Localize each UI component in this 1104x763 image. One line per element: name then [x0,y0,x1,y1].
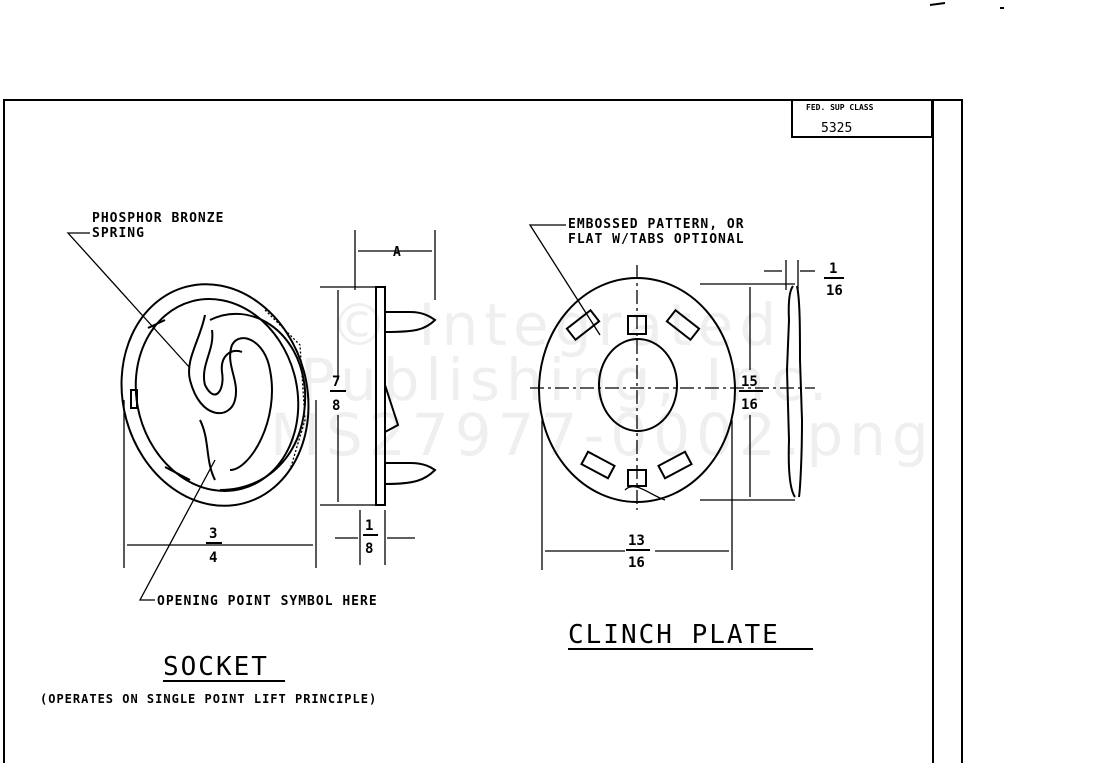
spring-label-line1: PHOSPHOR BRONZE [92,211,224,226]
dim-a-label: A [393,245,402,260]
plate-width-num: 13 [628,533,645,549]
embossed-note-line1: EMBOSSED PATTERN, OR [568,217,745,232]
socket-width-dimension: 3 4 [123,400,317,568]
socket-side-view: A 7 8 1 8 [320,230,437,565]
thickness-fraction-num: 1 [365,518,373,534]
clinch-plate-side-view: 1 16 15 16 [700,260,844,501]
embossed-note-line2: FLAT W/TABS OPTIONAL [568,232,745,247]
opening-point-note: OPENING POINT SYMBOL HERE [157,594,378,609]
height-fraction-den: 8 [332,398,340,414]
thickness-fraction-den: 8 [365,541,373,557]
fed-sup-class-block: FED. SUP CLASS 5325 [791,99,933,138]
socket-front-view [120,283,310,507]
watermark: © Integrated Publishing, Inc. MS27977-00… [270,291,929,469]
height-fraction-num: 7 [332,374,340,390]
svg-text:Publishing, Inc.: Publishing, Inc. [300,346,834,414]
socket-labels: PHOSPHOR BRONZE SPRING OPENING POINT SYM… [40,211,378,706]
clinch-plate-title: CLINCH PLATE [568,620,780,650]
clinch-plate-labels: EMBOSSED PATTERN, OR FLAT W/TABS OPTIONA… [528,217,813,650]
plate-height-num: 15 [741,374,758,390]
clinch-plate-front-view [530,265,815,510]
plate-thickness-den: 16 [826,283,843,299]
svg-text:© Integrated: © Integrated [330,291,782,359]
width-fraction-num: 3 [209,526,217,542]
spring-label-line2: SPRING [92,226,145,241]
plate-thickness-num: 1 [829,261,837,277]
fed-sup-class-value: 5325 [821,121,852,136]
fed-sup-class-label: FED. SUP CLASS [806,103,874,112]
socket-title: SOCKET [163,652,269,682]
plate-height-den: 16 [741,397,758,413]
drawing-frame [3,2,1004,763]
clinch-plate-width-dimension: 13 16 [541,420,733,571]
width-fraction-den: 4 [209,550,217,566]
plate-width-den: 16 [628,555,645,571]
socket-subtitle: (OPERATES ON SINGLE POINT LIFT PRINCIPLE… [40,692,377,706]
